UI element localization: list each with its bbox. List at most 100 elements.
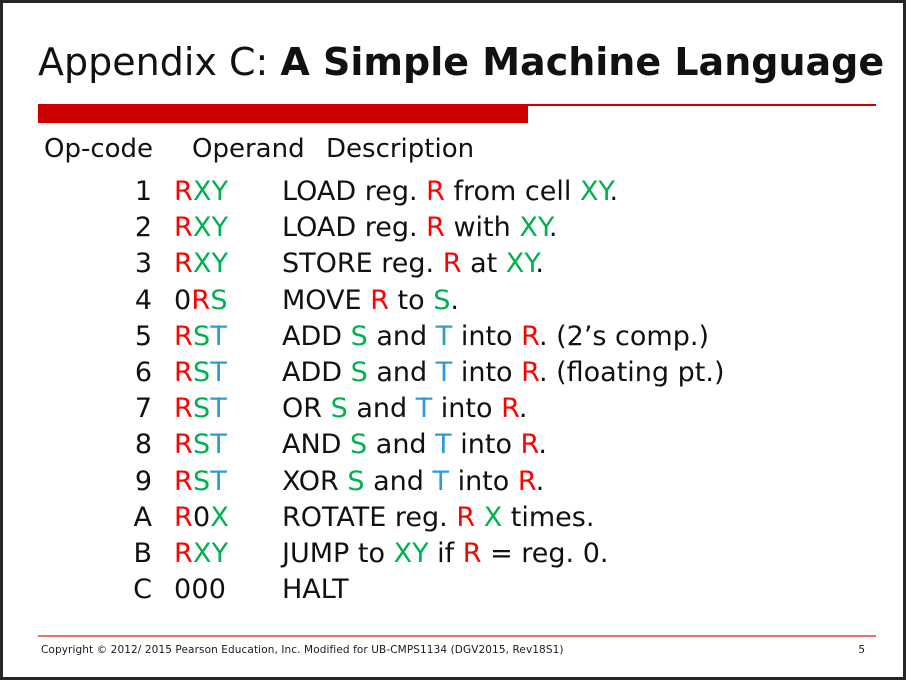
description-cell: OR S and T into R.	[282, 393, 883, 424]
operand-token: R	[174, 320, 193, 352]
description-token: R	[517, 465, 536, 497]
description-token: at	[461, 248, 506, 280]
operand-token: 0	[192, 501, 211, 533]
description-token	[475, 502, 484, 533]
operand-token: XY	[192, 537, 229, 569]
operand-token: R	[174, 212, 193, 244]
column-header-operand: Operand	[192, 134, 305, 164]
operand-token: X	[210, 501, 230, 533]
description-token: and	[367, 320, 436, 352]
opcode-cell: 2	[134, 212, 152, 244]
description-token: = reg. 0.	[481, 537, 609, 569]
title-main: A Simple Machine Language	[280, 40, 885, 85]
description-token: R	[426, 176, 445, 207]
opcode-cell: 4	[134, 284, 152, 316]
description-token: into	[432, 393, 502, 425]
operand-cell: RST	[152, 357, 282, 388]
description-token: if	[428, 537, 463, 569]
description-token: ADD	[282, 356, 351, 388]
table-header-row: Op-code Operand Description	[38, 134, 883, 176]
opcode-cell: 8	[134, 429, 152, 461]
operand-token: R	[191, 284, 211, 316]
description-token: S	[347, 465, 365, 497]
description-token: and	[367, 356, 436, 388]
description-token: T	[435, 356, 453, 388]
description-token: times.	[502, 501, 595, 533]
operand-token: XY	[192, 212, 229, 244]
description-token: R	[442, 248, 462, 280]
description-cell: ROTATE reg. R X times.	[282, 502, 883, 533]
opcode-cell: C	[133, 574, 152, 606]
footer-page-number: 5	[858, 644, 865, 656]
operand-token: S	[192, 393, 211, 425]
description-token: S	[350, 429, 368, 461]
operand-token: T	[210, 393, 228, 425]
description-token: into	[452, 356, 522, 388]
description-token: ADD	[282, 320, 351, 352]
description-token: X	[483, 501, 503, 533]
description-token: HALT	[282, 574, 349, 606]
description-token: with	[444, 212, 520, 244]
operand-token: T	[210, 429, 228, 461]
description-token: and	[367, 429, 436, 461]
description-token: OR	[282, 393, 331, 425]
operand-cell: RXY	[152, 212, 282, 243]
description-token: and	[347, 393, 416, 425]
opcode-cell: A	[133, 501, 152, 533]
description-token: into	[452, 320, 522, 352]
page-title: Appendix C: A Simple Machine Language	[38, 33, 884, 93]
description-token: .	[450, 284, 459, 316]
description-token: XY	[579, 176, 610, 207]
title-prefix: Appendix C:	[38, 40, 281, 85]
description-token: XY	[519, 212, 549, 244]
description-token: STORE reg.	[282, 248, 443, 280]
opcode-cell: 7	[134, 393, 152, 425]
opcode-cell: 1	[134, 176, 152, 207]
opcode-cell: 5	[134, 320, 152, 352]
description-token: .	[609, 176, 619, 207]
footer-copyright: Copyright © 2012/ 2015 Pearson Education…	[41, 644, 564, 656]
operand-cell: RST	[152, 393, 282, 424]
description-token: MOVE	[282, 284, 371, 316]
operand-cell: RST	[152, 429, 282, 460]
description-token: R	[370, 284, 389, 316]
description-token: T	[415, 393, 433, 425]
description-cell: ADD S and T into R. (2’s comp.)	[282, 321, 883, 352]
operand-cell: RST	[152, 466, 282, 497]
description-token: .	[548, 212, 558, 244]
description-cell: JUMP to XY if R = reg. 0.	[282, 538, 883, 569]
description-token: S	[330, 393, 348, 425]
description-cell: ADD S and T into R. (floating pt.)	[282, 357, 883, 388]
operand-token: S	[210, 284, 228, 316]
description-token: R	[462, 537, 482, 569]
operand-cell: 0RS	[152, 285, 282, 316]
description-cell: LOAD reg. R from cell XY.	[282, 176, 883, 207]
description-token: into	[451, 429, 521, 461]
description-token: .	[518, 393, 528, 425]
opcode-cell: 6	[134, 356, 152, 388]
column-header-description: Description	[326, 134, 475, 164]
description-token: LOAD reg.	[282, 176, 427, 207]
description-token: XOR	[282, 465, 348, 497]
description-token: from cell	[444, 176, 580, 207]
description-token: . (2’s comp.)	[538, 320, 709, 352]
description-token: .	[535, 465, 545, 497]
description-token: ROTATE reg.	[282, 501, 457, 533]
description-token: LOAD reg.	[282, 212, 427, 244]
description-token: XY	[505, 248, 536, 280]
operand-token: S	[192, 429, 211, 461]
operand-cell: RXY	[152, 248, 282, 279]
description-token: R	[520, 429, 539, 461]
description-token: S	[350, 356, 368, 388]
description-token: JUMP to	[282, 537, 394, 569]
